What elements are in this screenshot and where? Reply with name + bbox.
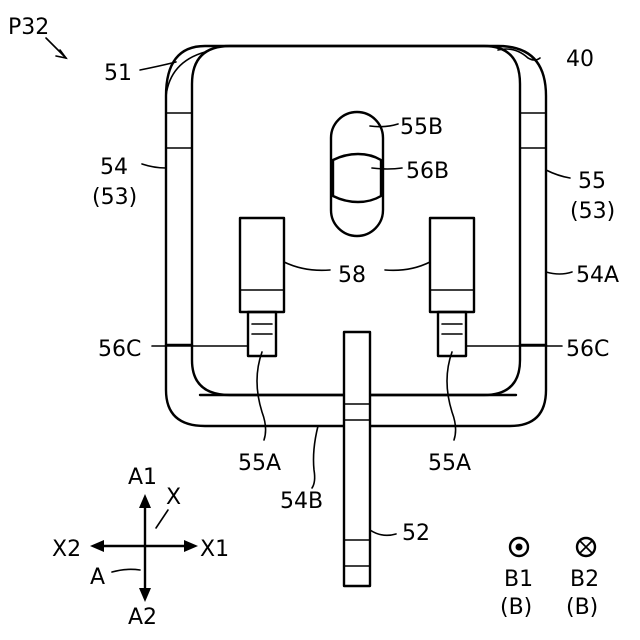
figure-label: P32 bbox=[8, 15, 49, 40]
axis-label-a1: A1 bbox=[128, 465, 157, 490]
label-54b: 54B bbox=[280, 489, 323, 514]
label-54a: 54A bbox=[576, 263, 619, 288]
label-52: 52 bbox=[402, 521, 430, 546]
label-55b: 55B bbox=[400, 115, 443, 140]
axis-label-x: X bbox=[166, 485, 181, 510]
label-54: 54 bbox=[100, 155, 128, 180]
legend-b2-sub: (B) bbox=[566, 595, 598, 620]
label-55: 55 bbox=[578, 169, 606, 194]
axis-label-a: A bbox=[90, 565, 105, 590]
label-56b: 56B bbox=[406, 159, 449, 184]
label-40: 40 bbox=[566, 47, 594, 72]
axis-label-x2: X2 bbox=[52, 537, 81, 562]
label-51: 51 bbox=[104, 61, 132, 86]
direction-axes bbox=[90, 494, 198, 602]
label-58: 58 bbox=[338, 263, 366, 288]
label-56c-right: 56C bbox=[566, 337, 609, 362]
axis-label-x1: X1 bbox=[200, 537, 229, 562]
legend-b1: B1 bbox=[504, 567, 533, 592]
label-53-right: (53) bbox=[570, 199, 615, 224]
slot-55b bbox=[331, 112, 383, 236]
leader-lines bbox=[46, 38, 572, 535]
legend-b2: B2 bbox=[570, 567, 599, 592]
label-55a-right: 55A bbox=[428, 451, 471, 476]
lever-52 bbox=[344, 332, 370, 586]
label-56c-left: 56C bbox=[98, 337, 141, 362]
axis-label-a2: A2 bbox=[128, 605, 157, 630]
legend-b1-sub: (B) bbox=[500, 595, 532, 620]
label-55a-left: 55A bbox=[238, 451, 281, 476]
terminal-left bbox=[240, 218, 284, 356]
legend-symbols bbox=[510, 538, 595, 556]
label-53-left: (53) bbox=[92, 185, 137, 210]
terminal-right bbox=[430, 218, 474, 356]
